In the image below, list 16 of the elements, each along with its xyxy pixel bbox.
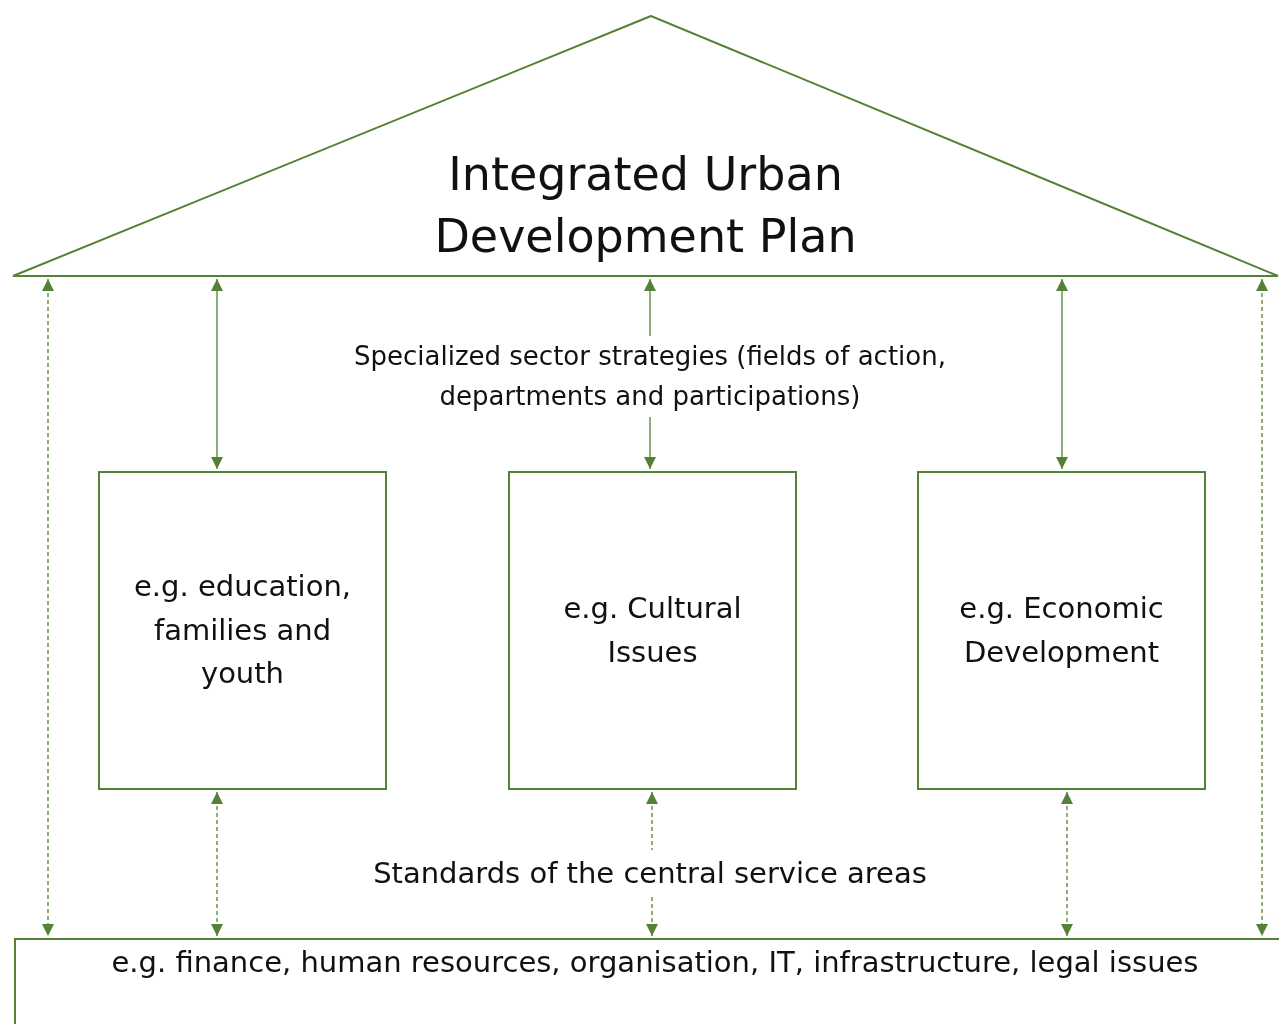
sector-box bbox=[917, 471, 1206, 790]
roof-title: Integrated Urban Development Plan bbox=[433, 146, 858, 265]
sector-box bbox=[508, 471, 797, 790]
double-arrow bbox=[1056, 278, 1068, 470]
roof-shape bbox=[12, 15, 1279, 277]
double-arrow bbox=[211, 791, 223, 937]
double-arrow bbox=[1061, 791, 1073, 937]
double-arrow bbox=[1256, 278, 1268, 937]
band-text: e.g. finance, human resources, organisation, IT, infrastructure, legal issues bbox=[111, 944, 1199, 982]
box-text: e.g. Economic Development bbox=[958, 590, 1165, 671]
double-arrow bbox=[211, 278, 223, 470]
service-band bbox=[14, 938, 1279, 1024]
sector-box bbox=[98, 471, 387, 790]
box-text: e.g. Cultural Issues bbox=[562, 590, 743, 671]
double-arrow bbox=[42, 278, 54, 937]
box-text: e.g. education, families and youth bbox=[133, 568, 352, 693]
